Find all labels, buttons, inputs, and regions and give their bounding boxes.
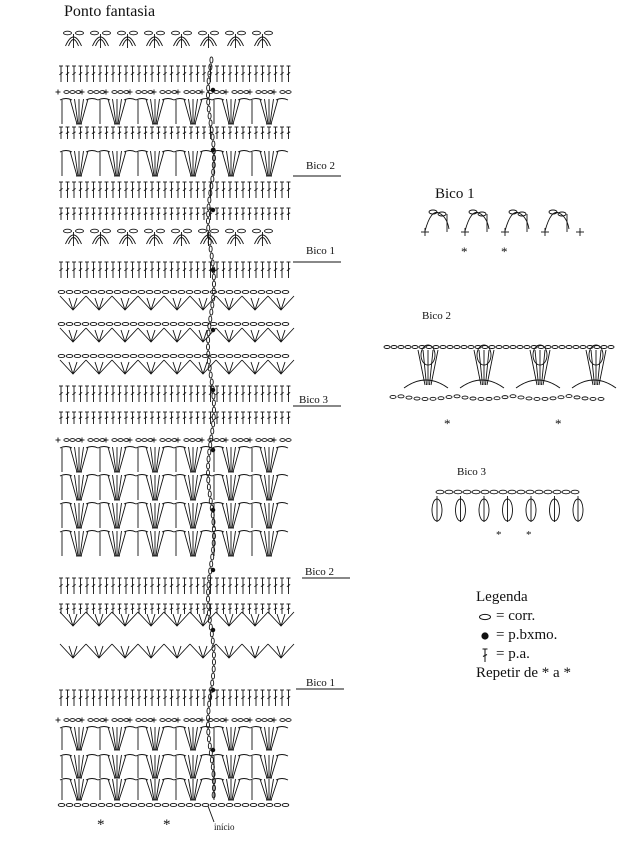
row-label-bico1-top: Bico 1 xyxy=(306,245,336,257)
repeat-marker: * xyxy=(97,817,105,833)
chart-title: Ponto fantasia xyxy=(64,3,156,20)
legend-item-label: = p.bxmo. xyxy=(496,627,558,643)
side-diagram-bico2: ** xyxy=(383,344,617,431)
repeat-marker: * xyxy=(526,529,532,541)
legend-item-double-crochet: = p.a. xyxy=(476,645,571,664)
legend-repeat-note: Repetir de * a * xyxy=(476,665,571,681)
legend-item-slip-stitch: = p.bxmo. xyxy=(476,626,571,645)
repeat-marker: * xyxy=(444,416,451,431)
legend-item-label: = corr. xyxy=(496,608,536,624)
slip-stitch-dot-icon xyxy=(476,631,494,641)
legend-title: Legenda xyxy=(476,589,528,605)
side-diagram-bico3: ** xyxy=(431,489,584,541)
side-diagram-title-bico3: Bico 3 xyxy=(457,466,487,478)
legend-item-label: = p.a. xyxy=(496,646,530,662)
repeat-marker: * xyxy=(555,416,562,431)
repeat-marker: * xyxy=(163,817,171,833)
side-diagram-title-bico2: Bico 2 xyxy=(422,310,452,322)
legend-item-chain: = corr. xyxy=(476,607,571,626)
start-label: início xyxy=(214,822,235,832)
double-crochet-icon xyxy=(476,647,494,663)
row-label-bico2-low: Bico 2 xyxy=(305,566,335,578)
repeat-marker: * xyxy=(461,244,468,259)
legend: Legenda = corr. = p.bxmo. = p.a. Repetir… xyxy=(476,588,571,683)
row-label-bico2-top: Bico 2 xyxy=(306,160,336,172)
row-label-bico1-low: Bico 1 xyxy=(306,677,336,689)
repeat-marker: * xyxy=(496,529,502,541)
main-chart xyxy=(55,30,350,823)
chain-oval-icon xyxy=(476,613,494,621)
row-label-bico3: Bico 3 xyxy=(299,394,329,406)
repeat-marker: * xyxy=(501,244,508,259)
side-diagram-bico1: ** xyxy=(421,209,584,259)
side-diagram-title-bico1: Bico 1 xyxy=(435,186,475,202)
